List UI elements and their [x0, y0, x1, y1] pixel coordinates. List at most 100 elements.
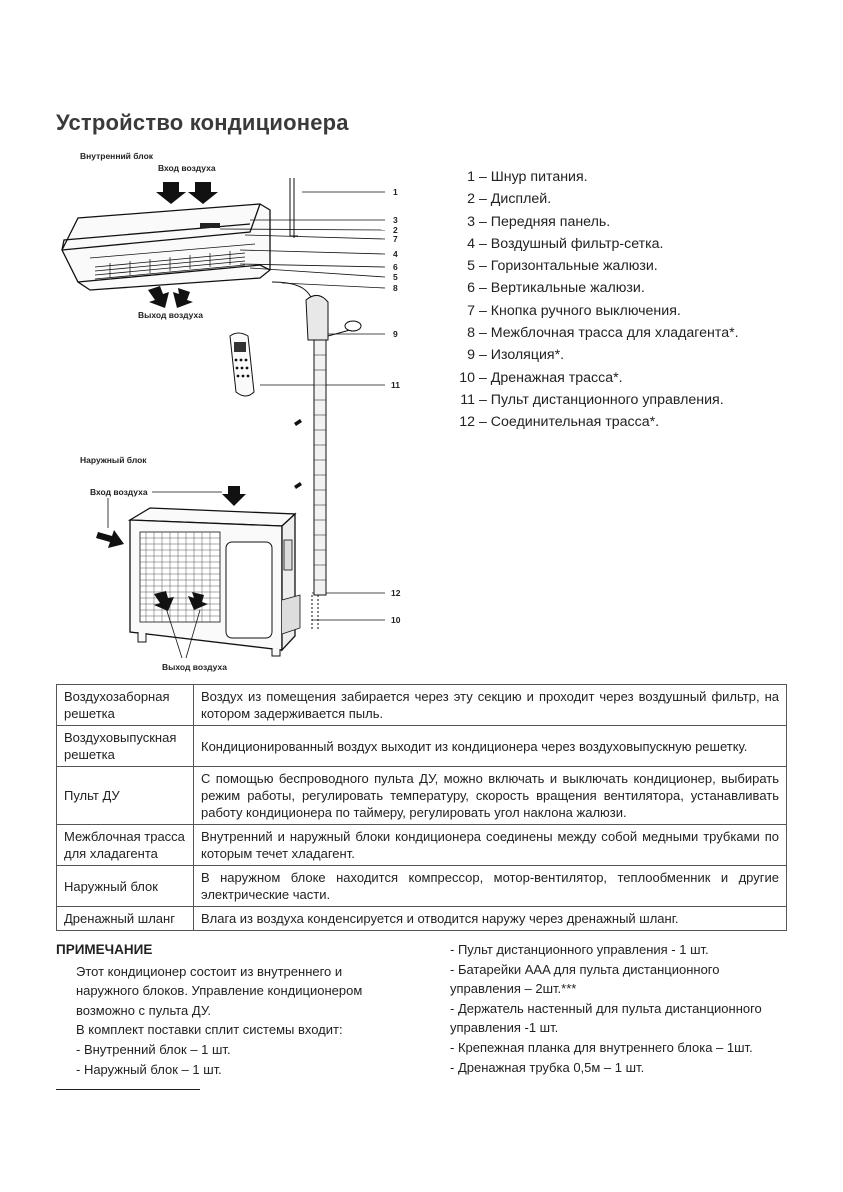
legend-text: – Пульт дистанционного управления. [478, 391, 724, 408]
legend-item: 8 – Межблочная трасса для хладагента*. [445, 322, 739, 344]
outdoor-unit [127, 507, 301, 657]
page-title: Устройство кондиционера [56, 110, 349, 135]
legend-text: – Передняя панель. [478, 213, 611, 230]
table-term: Воздуховыпускная решетка [56, 725, 194, 767]
note-paragraph: Этот кондиционер состоит из внутреннего … [76, 963, 363, 1018]
footnote-rule [56, 1089, 200, 1090]
legend-num: 9 [467, 347, 475, 364]
callout-9: 9 [393, 329, 398, 339]
table-row: Пульт ДУ С помощью беспроводного пульта … [56, 766, 787, 825]
note-list-item: - Наружный блок – 1 шт. [76, 1061, 222, 1077]
components-table: Воздухозаборная решетка Воздух из помеще… [56, 684, 787, 931]
note-list-item: - Крепежная планка для внутреннего блока… [450, 1039, 753, 1055]
air-conditioner-diagram: Внутренний блок Вход воздуха Выход возду… [61, 151, 401, 672]
remote-control [229, 332, 255, 397]
table-term: Пульт ДУ [56, 766, 194, 825]
legend-num: 5 [467, 258, 475, 275]
legend-item: 12 – Соединительная трасса*. [445, 411, 739, 433]
callout-3: 3 [393, 215, 398, 225]
callout-2: 2 [393, 225, 398, 235]
legend-text: – Кнопка ручного выключения. [478, 302, 681, 319]
callout-1: 1 [393, 187, 398, 197]
table-desc: Внутренний и наружный блоки кондиционера… [193, 824, 787, 866]
note-list-item: - Держатель настенный для пульта дистанц… [450, 1000, 762, 1036]
note-heading: ПРИМЕЧАНИЕ [56, 942, 153, 957]
callout-6: 6 [393, 262, 398, 272]
legend-text: – Дисплей. [478, 191, 552, 208]
legend-num: 7 [467, 302, 475, 319]
table-desc: Воздух из помещения забирается через эту… [193, 684, 787, 726]
table-desc: В наружном блоке находится компрессор, м… [193, 865, 787, 907]
legend-text: – Межблочная трасса для хладагента*. [478, 325, 739, 342]
legend-text: – Изоляция*. [478, 347, 565, 364]
legend-num: 3 [467, 213, 475, 230]
table-desc: Влага из воздуха конденсируется и отводи… [193, 906, 787, 931]
legend-num: 10 [459, 369, 475, 386]
callout-4: 4 [393, 249, 398, 259]
legend-text: – Горизонтальные жалюзи. [478, 258, 658, 275]
legend-item: 7 – Кнопка ручного выключения. [445, 300, 739, 322]
callout-10: 10 [391, 615, 401, 625]
table-row: Межблочная трасса для хладагента Внутрен… [56, 824, 787, 866]
callout-11: 11 [391, 380, 400, 390]
air-out-label-outdoor: Выход воздуха [162, 662, 227, 672]
legend-text: – Вертикальные жалюзи. [478, 280, 645, 297]
callout-12: 12 [391, 588, 401, 598]
refrigerant-pipe [271, 281, 362, 630]
legend-item: 5 – Горизонтальные жалюзи. [445, 255, 739, 277]
note-list-item: - Батарейки AAA для пульта дистанционног… [450, 961, 720, 997]
air-out-arrows-indoor [148, 286, 193, 308]
legend-item: 9 – Изоляция*. [445, 344, 739, 366]
air-out-label-indoor: Выход воздуха [138, 310, 203, 320]
legend-item: 11 – Пульт дистанционного управления. [445, 389, 739, 411]
wall-clips [294, 419, 302, 489]
note-list-item: - Пульт дистанционного управления - 1 шт… [450, 942, 709, 957]
table-desc: Кондиционированный воздух выходит из кон… [193, 725, 787, 767]
outdoor-unit-label: Наружный блок [80, 455, 147, 465]
note-right-column: - Пульт дистанционного управления - 1 шт… [450, 940, 790, 1077]
table-term: Наружный блок [56, 865, 194, 907]
component-legend: 1 – Шнур питания. 2 – Дисплей. 3 – Перед… [445, 166, 739, 434]
table-row: Дренажный шланг Влага из воздуха конденс… [56, 906, 787, 931]
indoor-unit-label: Внутренний блок [80, 151, 154, 161]
air-in-label-outdoor: Вход воздуха [90, 487, 148, 497]
air-out-leaders-outdoor [165, 607, 201, 659]
air-out-arrows-outdoor [154, 591, 208, 611]
air-in-arrows-outdoor [96, 486, 246, 548]
note-list-item: - Дренажная трубка 0,5м – 1 шт. [450, 1059, 645, 1075]
table-desc: С помощью беспроводного пульта ДУ, можно… [193, 766, 787, 825]
legend-item: 4 – Воздушный фильтр-сетка. [445, 233, 739, 255]
note-list-item: - Внутренний блок – 1 шт. [76, 1041, 231, 1057]
callout-8: 8 [393, 283, 398, 293]
table-term: Межблочная трасса для хладагента [56, 824, 194, 866]
note-paragraph: В комплект поставки сплит системы входит… [76, 1022, 343, 1038]
legend-num: 6 [467, 280, 475, 297]
callout-5: 5 [393, 272, 398, 282]
legend-num: 12 [459, 414, 475, 431]
callout-7: 7 [393, 234, 398, 244]
legend-text: – Воздушный фильтр-сетка. [478, 235, 664, 252]
air-in-label-top: Вход воздуха [158, 163, 216, 173]
legend-num: 8 [467, 325, 475, 342]
legend-item: 1 – Шнур питания. [445, 166, 739, 188]
legend-item: 6 – Вертикальные жалюзи. [445, 277, 739, 299]
table-term: Дренажный шланг [56, 906, 194, 931]
vertical-vanes [109, 251, 231, 277]
legend-num: 11 [460, 391, 475, 408]
legend-item: 2 – Дисплей. [445, 188, 739, 210]
table-row: Воздуховыпускная решетка Кондиционирован… [56, 725, 787, 767]
legend-item: 3 – Передняя панель. [445, 211, 739, 233]
legend-text: – Дренажная трасса*. [478, 369, 623, 386]
table-term: Воздухозаборная решетка [56, 684, 194, 726]
legend-num: 4 [467, 235, 475, 252]
table-row: Наружный блок В наружном блоке находится… [56, 865, 787, 907]
legend-num: 2 [467, 191, 475, 208]
table-row: Воздухозаборная решетка Воздух из помеще… [56, 684, 787, 726]
legend-num: 1 [467, 169, 475, 185]
legend-item: 10 – Дренажная трасса*. [445, 367, 739, 389]
callout-numbers: 1 3 2 7 4 6 5 8 9 11 12 10 [391, 187, 401, 625]
indoor-unit [61, 178, 298, 291]
legend-text: – Шнур питания. [478, 169, 588, 185]
note-left-column: ПРИМЕЧАНИЕ Этот кондиционер состоит из в… [56, 940, 391, 1079]
air-in-arrows-top [156, 182, 218, 204]
